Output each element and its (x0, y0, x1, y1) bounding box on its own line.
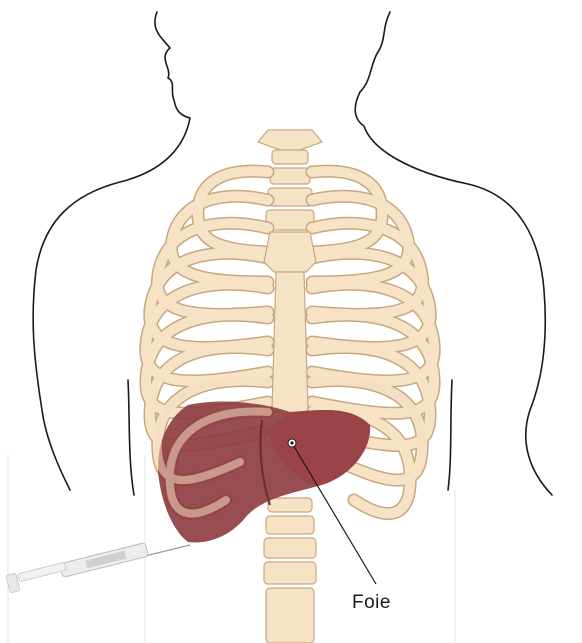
syringe-icon (6, 543, 190, 593)
sternum (264, 232, 316, 420)
liver-label: Foie (352, 592, 391, 614)
